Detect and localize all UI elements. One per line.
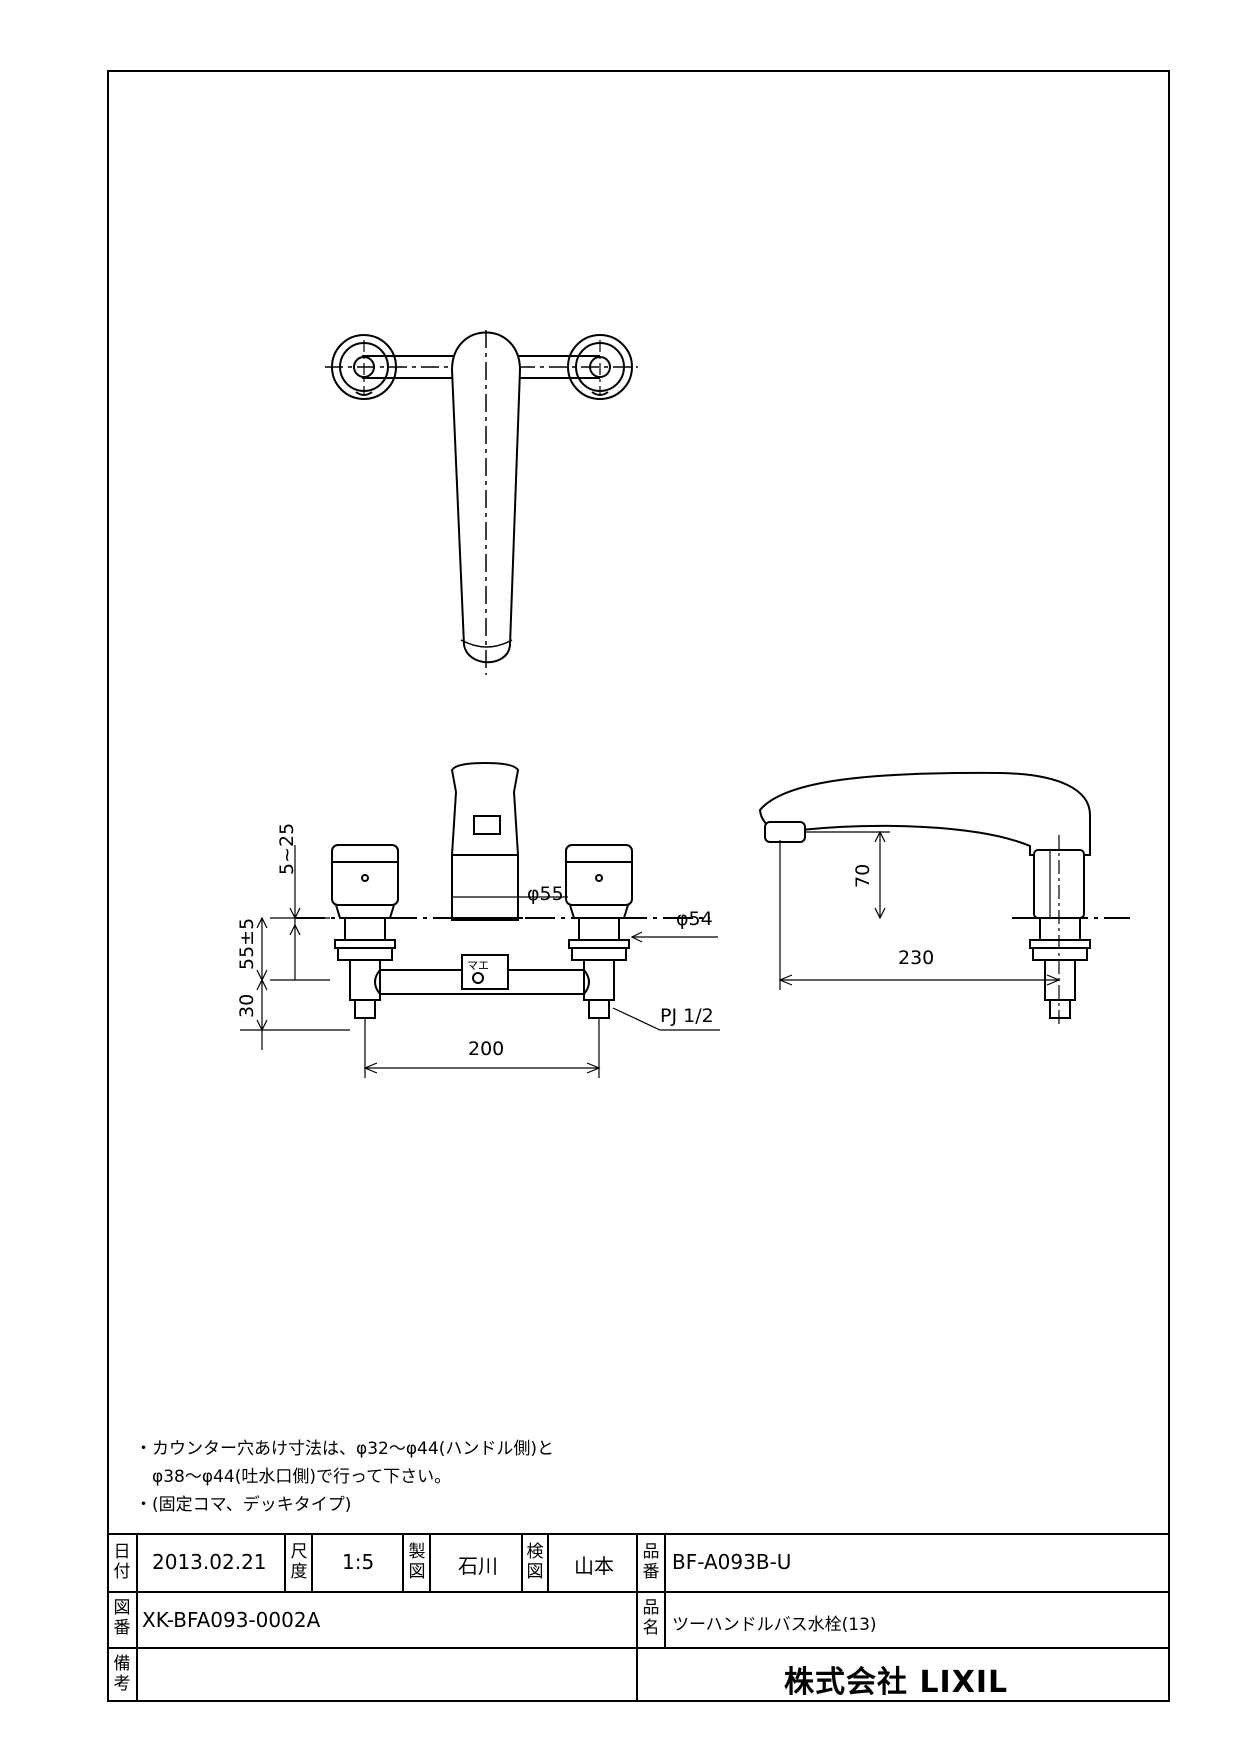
- dim-arrows: [363, 1062, 601, 1074]
- note-line-1: ・カウンター穴あけ寸法は、φ32～φ44(ハンドル側)と: [135, 1439, 554, 1459]
- body-mark: マエ: [467, 959, 489, 972]
- dim-arrows: [256, 978, 268, 1032]
- drawing-no-value: XK-BFA093-0002A: [142, 1608, 321, 1632]
- cross-pipe-end: [374, 969, 381, 995]
- front-view: [240, 761, 720, 1078]
- left-handle-outer: [331, 334, 397, 400]
- handle-mark: [361, 874, 369, 882]
- dim-arrows: [874, 830, 886, 920]
- left-connector: [354, 999, 376, 1019]
- dim-200: 200: [468, 1038, 505, 1060]
- right-connector: [588, 999, 610, 1019]
- dim-70: 70: [852, 863, 874, 888]
- title-block-grid: [107, 1533, 1170, 1702]
- left-shank: [344, 917, 386, 941]
- right-handle-neck: [568, 904, 630, 919]
- dim-arrows: [289, 907, 301, 936]
- spout-outlet: [473, 815, 501, 835]
- company-logo: 株式会社 LIXIL: [784, 1665, 1009, 1700]
- side-washer: [1029, 939, 1091, 949]
- side-nut: [1032, 947, 1088, 961]
- dim-pj: PJ 1/2: [660, 1005, 714, 1027]
- part-no-label: 品番: [642, 1542, 660, 1582]
- top-view: [325, 330, 638, 675]
- product-name-label: 品名: [642, 1598, 660, 1638]
- spout-tip-line: [460, 639, 513, 648]
- right-handle-outer: [567, 334, 633, 400]
- spout-body: [450, 761, 520, 921]
- dim-30: 30: [236, 993, 258, 1018]
- left-handle-neck: [334, 904, 396, 919]
- drawing-frame: [107, 70, 1170, 1702]
- side-view: [758, 771, 1130, 1025]
- dim-phi55: φ55: [527, 883, 564, 905]
- cross-pipe-end: [583, 969, 590, 995]
- checked-label: 検図: [526, 1542, 544, 1582]
- side-outlet: [764, 821, 806, 843]
- right-shank: [578, 917, 620, 941]
- date-value: 2013.02.21: [152, 1550, 267, 1574]
- center-screw: [472, 972, 484, 984]
- scale-value: 1:5: [342, 1550, 375, 1574]
- center-body: [461, 954, 509, 990]
- side-spout: [758, 771, 1091, 856]
- side-shank: [1039, 917, 1081, 941]
- dim-5-25: 5~25: [276, 822, 298, 875]
- dim-arrows: [778, 974, 1061, 986]
- left-washer: [334, 939, 396, 949]
- pj-leader: [612, 1007, 720, 1031]
- side-connector: [1049, 999, 1071, 1019]
- drawing-no-label: 図番: [113, 1598, 131, 1638]
- dim-arrows: [630, 931, 643, 943]
- note-line-2: φ38～φ44(吐水口側)で行って下さい。: [135, 1467, 452, 1487]
- note-line-3: ・(固定コマ、デッキタイプ): [135, 1495, 352, 1515]
- dim-phi54: φ54: [676, 908, 713, 930]
- drawn-label: 製図: [408, 1542, 426, 1582]
- right-washer: [568, 939, 630, 949]
- handle-mark: [595, 874, 603, 882]
- remarks-label: 備考: [113, 1654, 131, 1694]
- checked-value: 山本: [574, 1554, 614, 1578]
- dim-230: 230: [898, 947, 935, 969]
- scale-label: 尺度: [290, 1542, 308, 1582]
- product-name-value: ツーハンドルバス水栓(13): [672, 1615, 877, 1635]
- drawn-value: 石川: [458, 1554, 498, 1578]
- left-nut: [337, 947, 393, 961]
- date-label: 日付: [113, 1542, 131, 1582]
- part-no-value: BF-A093B-U: [672, 1550, 792, 1574]
- right-nut: [571, 947, 627, 961]
- dim-55: 55±5: [236, 917, 258, 970]
